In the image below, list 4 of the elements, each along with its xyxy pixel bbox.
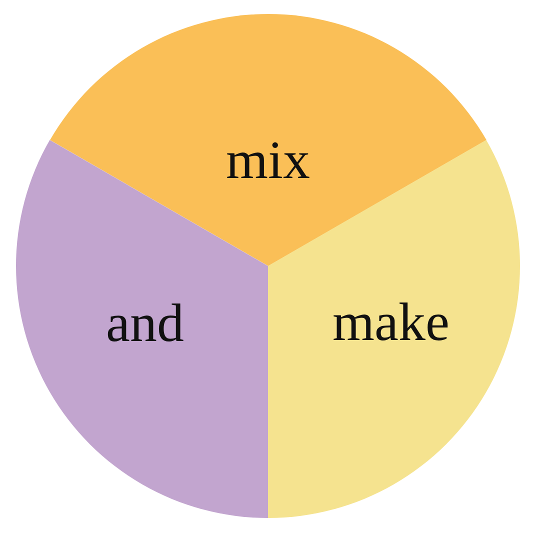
sector-label: make <box>332 295 450 349</box>
pie-sector <box>50 14 486 266</box>
sector-label: mix <box>226 133 310 187</box>
sector-label: and <box>106 296 184 350</box>
